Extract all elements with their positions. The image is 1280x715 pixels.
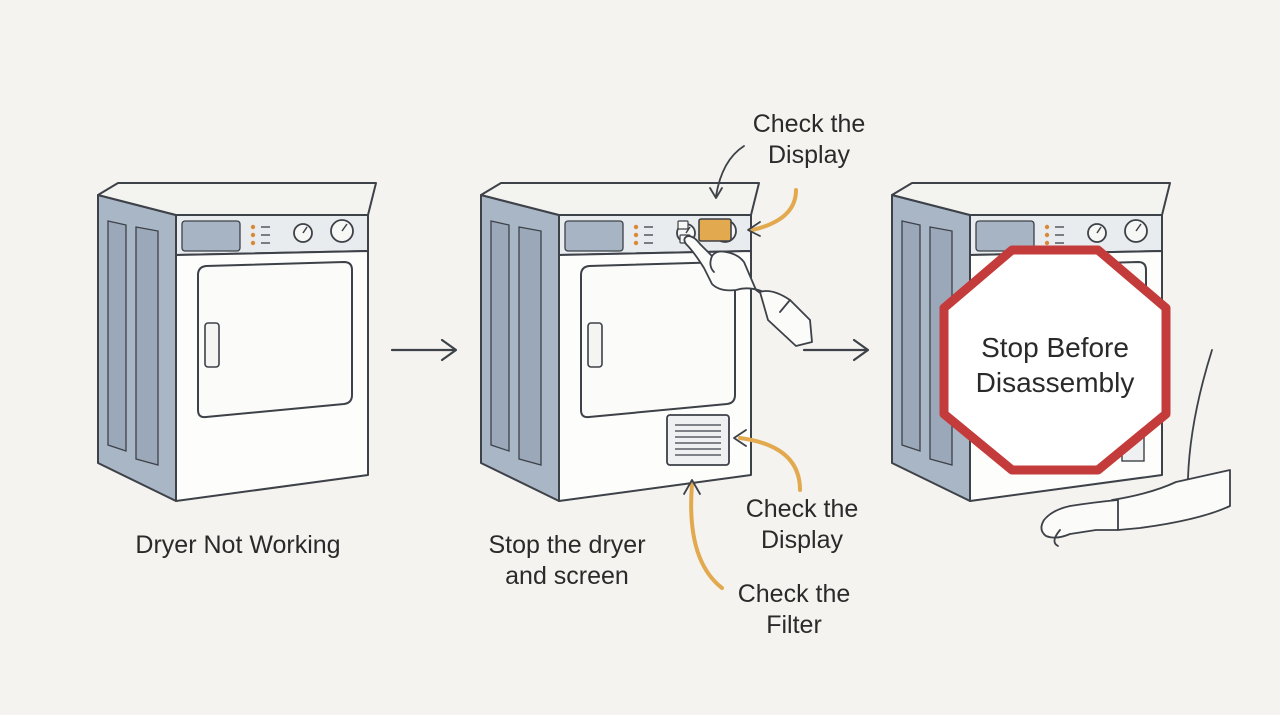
stop-sign-icon (939, 245, 1171, 475)
hand-icon (1040, 349, 1231, 547)
callout-curves (683, 145, 802, 590)
step-label-dryer-not-working: Dryer Not Working (135, 531, 341, 559)
arrow-right-icon (390, 338, 458, 362)
stop-sign-text: Stop Before Disassembly (975, 332, 1135, 398)
arrow-right-icon (802, 338, 870, 362)
dryer-icon (480, 182, 760, 502)
step-label-stop-dryer: Stop the dryer and screen (488, 531, 646, 590)
dryer-icon (97, 182, 377, 502)
hand-icon (683, 235, 813, 347)
callout-check-filter: Check the Filter (737, 580, 851, 639)
callout-check-display-top: Check the Display (752, 110, 866, 169)
callout-check-display-bottom: Check the Display (745, 495, 859, 554)
